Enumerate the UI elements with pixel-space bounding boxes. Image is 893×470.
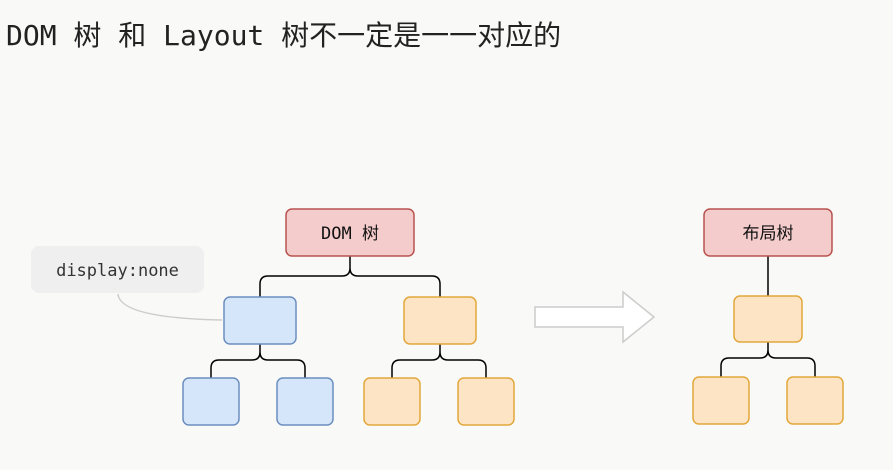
dom-tree: DOM 树 (182, 208, 515, 426)
dom-root-node (285, 208, 415, 257)
display-none-annotation: display:none (31, 246, 223, 321)
annotation-label: display:none (56, 261, 179, 281)
layout-grandchild-node-2 (786, 376, 844, 425)
layout-tree: 布局树 (692, 208, 844, 425)
dom-hidden-child-node-2 (276, 377, 334, 426)
dom-tree-connectors (210, 256, 487, 378)
dom-hidden-child-node-1 (182, 377, 240, 426)
dom-left-children-connector (210, 344, 306, 378)
layout-grandchild-node-1 (692, 376, 750, 425)
annotation-pointer-curve (117, 293, 223, 321)
annotation-bubble (31, 246, 204, 293)
transform-arrow (534, 290, 656, 344)
dom-visible-child-node-1 (363, 377, 421, 426)
layout-tree-connectors (720, 256, 816, 377)
dom-root-label: DOM 树 (321, 224, 379, 244)
dom-root-to-children-connector (259, 256, 441, 297)
page-title: DOM 树 和 Layout 树不一定是一一对应的 (6, 19, 562, 52)
layout-root-node (703, 208, 833, 257)
layout-children-connector (720, 342, 816, 377)
dom-right-children-connector (391, 344, 487, 378)
dom-visible-child-node-2 (457, 377, 515, 426)
dom-hidden-node (223, 296, 297, 345)
layout-root-label: 布局树 (743, 224, 794, 244)
dom-visible-node (403, 296, 477, 345)
layout-child-node (733, 295, 803, 343)
